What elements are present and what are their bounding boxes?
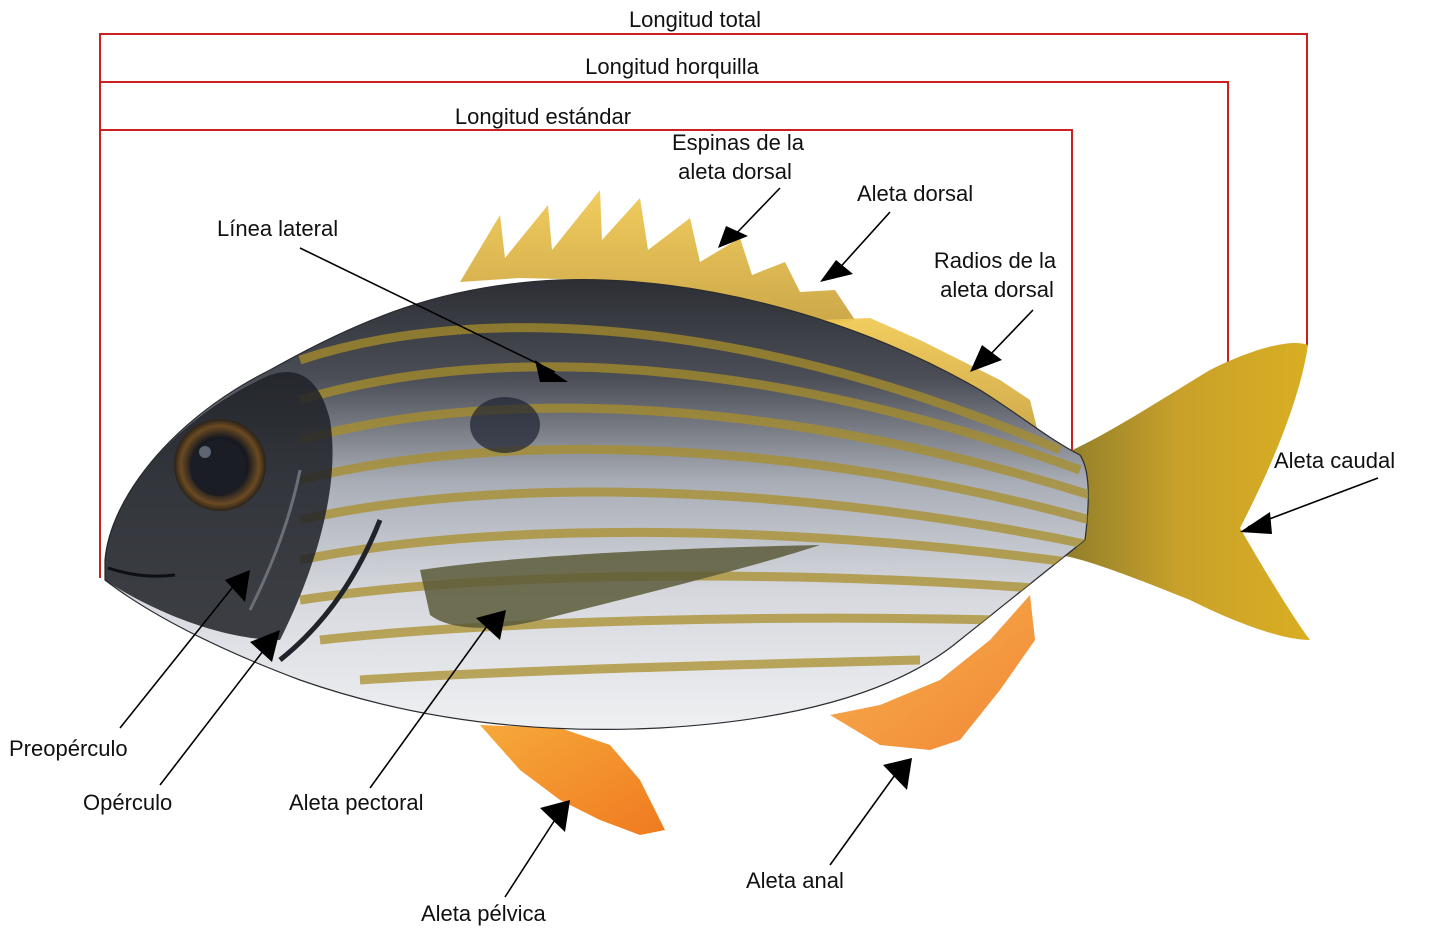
arrow-dorsal-rays (970, 345, 1002, 372)
anal-fin-label: Aleta anal (746, 866, 844, 895)
dorsal-rays-label-line1: Radios de la (934, 246, 1056, 275)
dorsal-fin-label: Aleta dorsal (857, 179, 973, 208)
pelvic-fin-label: Aleta pélvica (421, 899, 546, 928)
pectoral-fin-label: Aleta pectoral (289, 788, 424, 817)
dorsal-rays-label-line2: aleta dorsal (940, 275, 1054, 304)
pelvic-fin (480, 725, 665, 835)
operculum-label: Opérculo (83, 788, 172, 817)
caudal-fin (1050, 343, 1310, 640)
pectoral-spot (470, 397, 540, 453)
dorsal-spines-label-line2: aleta dorsal (678, 157, 792, 186)
caudal-fin-label: Aleta caudal (1274, 446, 1395, 475)
standard-length-label: Longitud estándar (455, 102, 631, 131)
lateral-line-label: Línea lateral (217, 214, 338, 243)
dorsal-spines-label-line1: Espinas de la (672, 128, 804, 157)
fork-length-label: Longitud horquilla (585, 52, 759, 81)
eye-pupil (190, 440, 246, 496)
arrow-dorsal-fin (820, 260, 853, 282)
eye-highlight (199, 446, 211, 458)
total-length-label: Longitud total (629, 5, 761, 34)
preoperculum-label: Preopérculo (9, 734, 128, 763)
arrow-pelvic-fin (540, 800, 570, 832)
